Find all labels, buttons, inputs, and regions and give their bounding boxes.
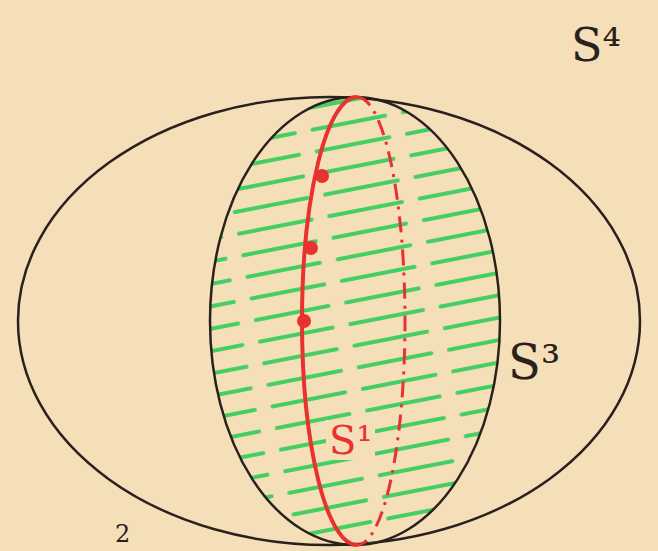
- point: [304, 241, 318, 255]
- sphere-label: S³: [505, 338, 563, 386]
- circle-back-arc: [357, 97, 405, 545]
- outer-ellipse: [18, 97, 640, 545]
- point: [315, 169, 329, 183]
- circle-label: S¹: [326, 420, 375, 460]
- point: [297, 314, 311, 328]
- hatching: [210, 97, 500, 545]
- corner-number: 2: [112, 522, 133, 546]
- sphere-label: S⁴: [568, 22, 624, 68]
- inner-ellipse: [210, 97, 500, 545]
